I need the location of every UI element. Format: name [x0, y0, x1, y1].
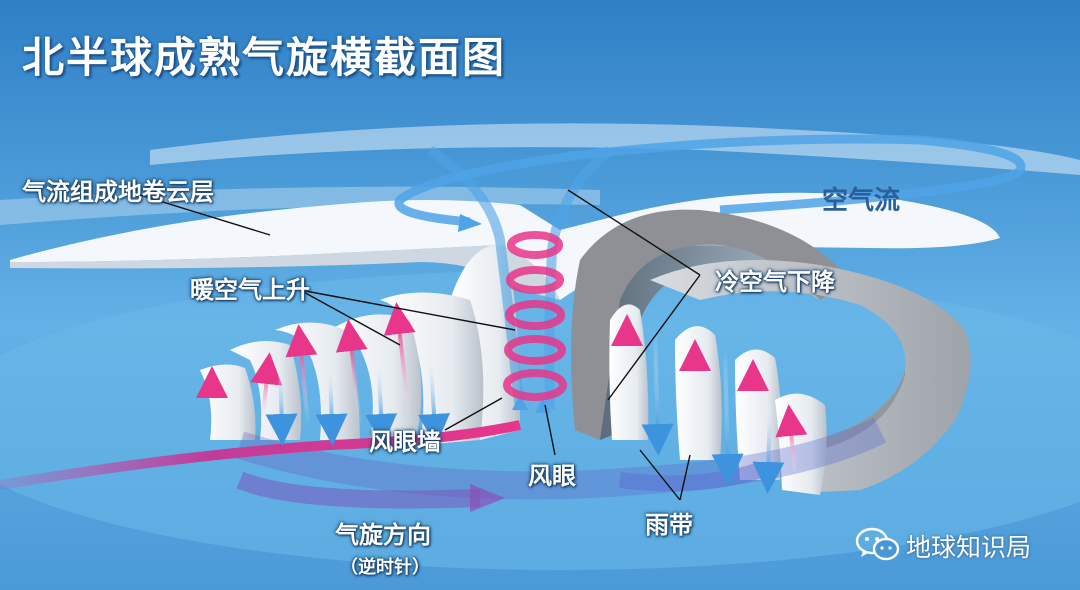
- wechat-icon: [855, 527, 900, 561]
- watermark-text: 地球知识局: [906, 533, 1032, 562]
- label-airflow: 空气流: [822, 186, 901, 216]
- label-rainbands: 雨带: [645, 511, 693, 539]
- label-warm-rising: 暖空气上升: [190, 276, 310, 304]
- label-cyclone-direction: 气旋方向: [335, 521, 431, 549]
- label-eyewall: 风眼墙: [369, 428, 441, 456]
- label-direction-note: （逆时针）: [340, 557, 430, 578]
- label-cirrus-layer: 气流组成地卷云层: [22, 178, 214, 206]
- diagram-title: 北半球成熟气旋横截面图: [22, 33, 507, 82]
- label-cold-sinking: 冷空气下降: [715, 268, 835, 296]
- label-eye: 风眼: [528, 462, 576, 490]
